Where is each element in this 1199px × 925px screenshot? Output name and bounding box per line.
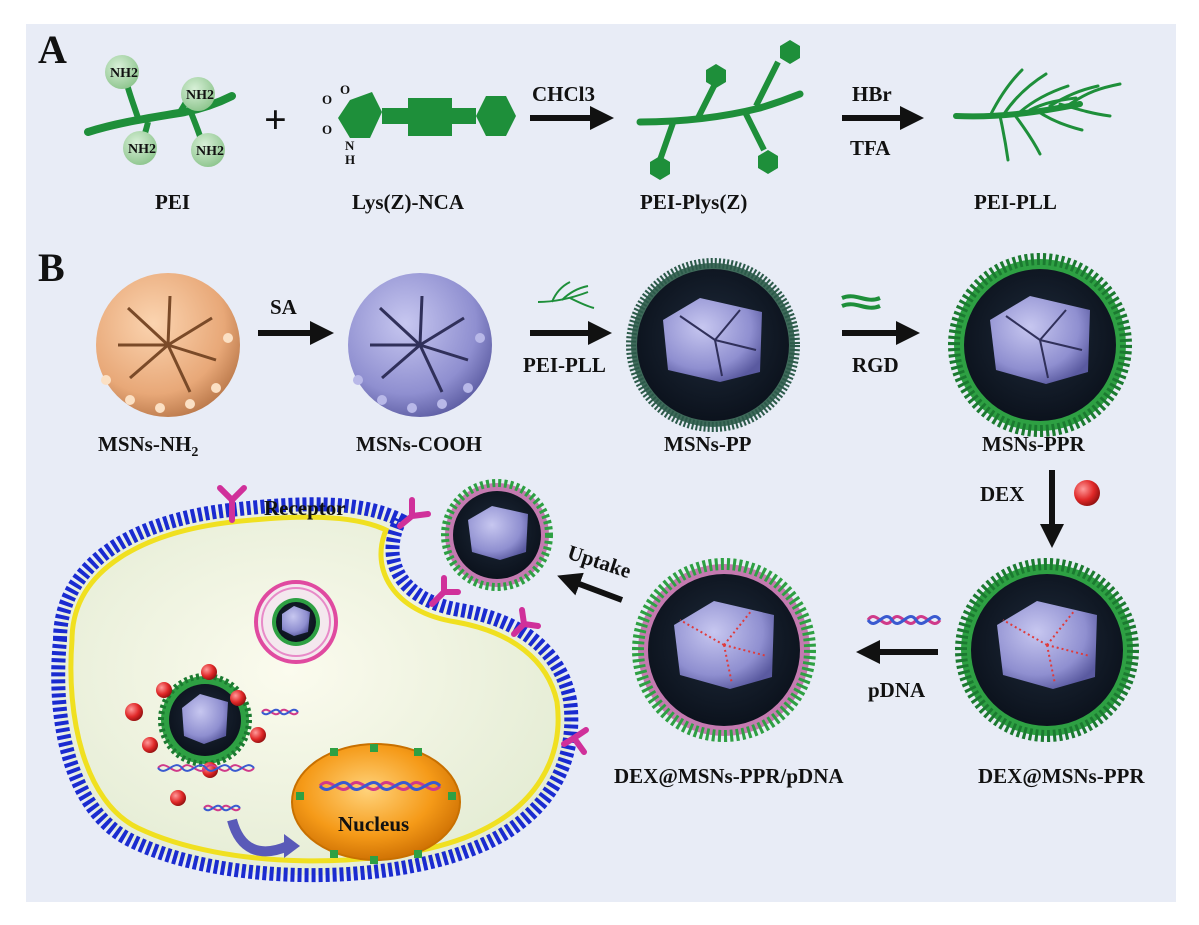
reaction-arrow-uptake (557, 572, 624, 603)
lys-z-nca-label: Lys(Z)-NCA (352, 190, 465, 214)
pei-pll-molecule (953, 68, 1122, 162)
pei-plys-z-molecule (636, 40, 804, 180)
msns-pp-particle (626, 258, 800, 432)
rgd-small-icon (841, 294, 881, 310)
receptor (217, 485, 589, 755)
pei-plys-z-label: PEI-Plys(Z) (640, 190, 748, 214)
released-dex-molecules (125, 664, 266, 806)
pei-pll-arrow-label: PEI-PLL (523, 353, 606, 377)
nucleus-label: Nucleus (338, 812, 410, 836)
msns-ppr-label: MSNs-PPR (982, 432, 1085, 456)
lys-z-nca-molecule: O O O N H (322, 82, 516, 167)
amine-label: NH2 (110, 66, 138, 81)
released-pdna (157, 708, 299, 812)
released-particle (158, 673, 252, 767)
dex-msns-ppr-pdna-label: DEX@MSNs-PPR/pDNA (614, 764, 844, 788)
tfa-label: TFA (850, 136, 891, 160)
endosome (254, 580, 338, 664)
amine-label: NH2 (186, 88, 214, 103)
atom-label: O (340, 82, 350, 97)
nuclear-entry-arrow (227, 818, 300, 858)
pei-molecule: NH2 NH2 NH2 NH2 (84, 55, 236, 167)
dex-msns-ppr-label: DEX@MSNs-PPR (978, 764, 1145, 788)
atom-label: O (322, 122, 332, 137)
msns-pp-label: MSNs-PP (664, 432, 752, 456)
panel-b-letter: B (38, 245, 65, 290)
msns-nh2-label-main: MSNs-NH (98, 432, 192, 456)
panel-a-letter: A (38, 27, 67, 72)
amine-label: NH2 (128, 142, 156, 157)
uptake-particle (441, 479, 553, 591)
pdna-helix-icon (866, 615, 942, 625)
msns-nh2-label: MSNs-NH2 (98, 432, 198, 461)
sa-label: SA (270, 295, 297, 319)
dex-label: DEX (980, 482, 1025, 506)
plus-sign: + (264, 97, 287, 142)
dex-drug-icon (1074, 480, 1100, 506)
amine-label: NH2 (196, 144, 224, 159)
msns-nh2-particle (96, 273, 240, 417)
pei-pll-label: PEI-PLL (974, 190, 1057, 214)
receptor-label: Receptor (264, 496, 346, 520)
dex-msns-ppr-particle (955, 558, 1139, 742)
nucleus (291, 743, 461, 864)
dex-msns-ppr-pdna-particle (632, 558, 816, 742)
pei-pll-small-icon (537, 281, 595, 309)
msns-cooh-particle (348, 273, 492, 417)
atom-label: H (345, 152, 355, 167)
msns-ppr-particle (948, 253, 1132, 437)
pdna-label: pDNA (868, 678, 926, 702)
hbr-label: HBr (852, 82, 892, 106)
pei-label: PEI (155, 190, 191, 214)
msns-cooh-label: MSNs-COOH (356, 432, 482, 456)
chcl3-label: CHCl3 (532, 82, 595, 106)
atom-label: O (322, 92, 332, 107)
msns-nh2-label-subscript: 2 (191, 445, 199, 461)
rgd-label: RGD (852, 353, 899, 377)
atom-label: N (345, 138, 355, 153)
